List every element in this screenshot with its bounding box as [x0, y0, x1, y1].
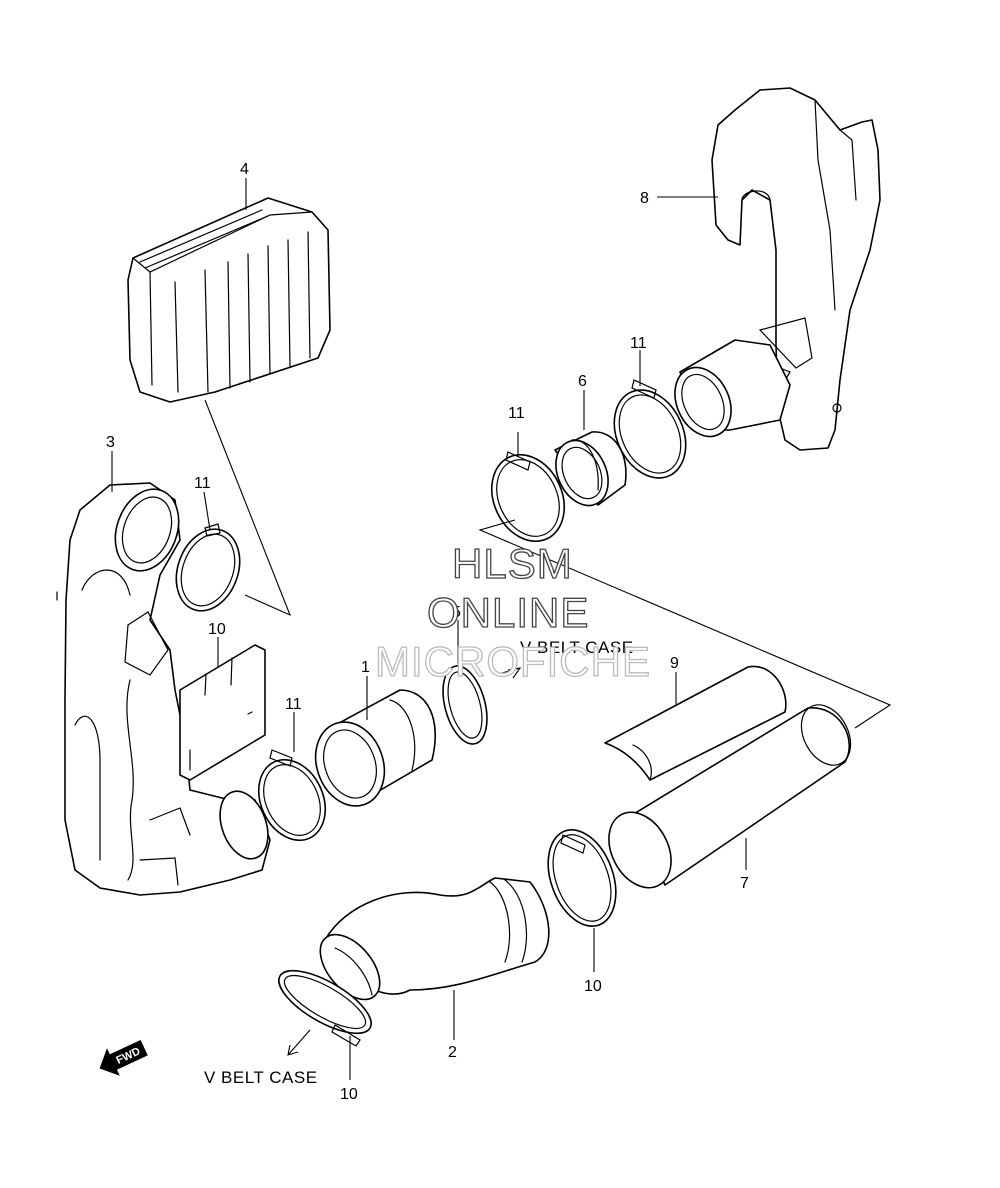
part-3-airbox: [56, 482, 271, 896]
part-1-duct: [314, 689, 436, 807]
callout-11-right: 11: [630, 335, 647, 352]
part-7-tube: [608, 704, 852, 889]
callout-10-right: 10: [584, 978, 602, 995]
callout-2: 2: [448, 1044, 457, 1061]
watermark: HLSM ONLINE MICROFICHE: [374, 539, 651, 685]
clamp-10-right: [547, 829, 617, 927]
callout-4: 4: [240, 161, 249, 178]
fwd-arrow-icon: FWD: [99, 1039, 148, 1076]
watermark-line-1: HLSM: [452, 540, 573, 587]
callout-labels: 4 8 3 11 10 11 1 5 11 6 11 9 7 10 2 10: [106, 161, 749, 1103]
leader-lines: [111, 178, 892, 1080]
watermark-line-3: MICROFICHE: [375, 638, 651, 685]
part-4-filter-housing: [127, 197, 331, 403]
part-5-ring: [442, 665, 488, 745]
note-v-belt-case-bottom: V BELT CASE: [204, 1068, 318, 1087]
clamp-11-left: [175, 523, 241, 612]
part-6-coupler: [554, 431, 627, 507]
callout-11-middle: 11: [285, 696, 302, 713]
callout-9: 9: [670, 655, 679, 672]
callout-10-bottom: 10: [340, 1086, 358, 1103]
callout-5: 5: [452, 604, 461, 621]
part-2-elbow: [319, 877, 550, 1001]
clamp-10-bottom: [278, 969, 372, 1047]
callout-11-upper: 11: [508, 405, 525, 422]
callout-3: 3: [106, 434, 115, 451]
callout-6: 6: [578, 373, 587, 390]
clamp-11-right: [613, 379, 687, 479]
note-v-belt-case-top: V BELT CASE: [520, 638, 634, 657]
part-10-gasket-plate: [179, 644, 266, 781]
callout-7: 7: [740, 875, 749, 892]
clamp-11-middle: [257, 749, 327, 842]
callout-11-left: 11: [194, 475, 211, 492]
part-9-shield: [604, 665, 787, 781]
clamp-11-upper: [490, 451, 566, 543]
callout-1: 1: [361, 659, 370, 676]
callout-8: 8: [640, 190, 649, 207]
watermark-line-2: ONLINE: [427, 589, 589, 636]
part-8-intake-duct: [674, 87, 881, 451]
callout-10-plate: 10: [208, 621, 226, 638]
